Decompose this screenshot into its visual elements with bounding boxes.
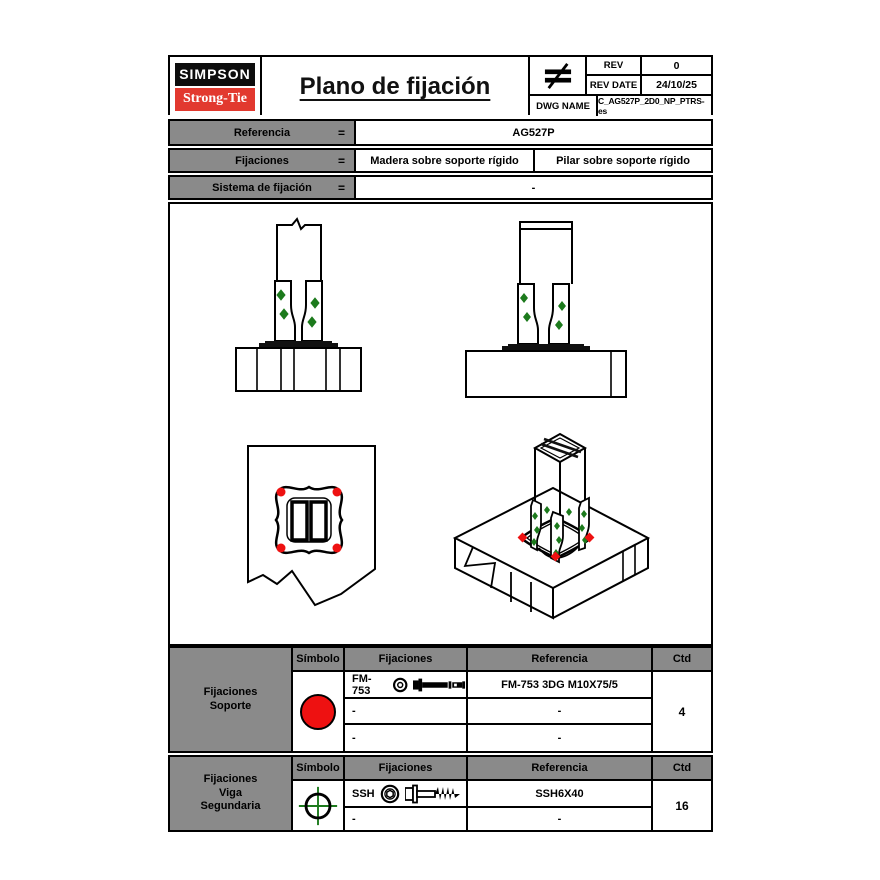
simbolo-header: Símbolo — [293, 757, 343, 779]
screw-markers — [531, 506, 588, 557]
support-fijaciones-row-2: - — [345, 699, 466, 723]
front-elevation-view — [235, 217, 362, 392]
referencia-row: Referencia = AG527P — [168, 119, 713, 146]
support-ctd-value: 4 — [653, 672, 711, 751]
equals-sign: = — [337, 153, 345, 168]
logo-strongtie: Strong-Tie — [175, 87, 255, 111]
support-referencia-row-1: FM-753 3DG M10X75/5 — [468, 672, 651, 697]
logo-cell: SIMPSON Strong-Tie — [170, 57, 260, 116]
beam-fijaciones-row-2: - — [345, 808, 466, 830]
beam-referencia-row-2: - — [468, 808, 651, 830]
plan-view — [247, 445, 376, 607]
sistema-label: Sistema de fijación — [212, 181, 312, 194]
rev-label: REV — [587, 57, 640, 74]
projection-symbol-cell — [530, 57, 585, 94]
fixing-name: SSH — [352, 787, 375, 800]
fijaciones-label-cell: Fijaciones = — [170, 150, 354, 171]
title-cell: Plano de fijación — [262, 57, 528, 116]
ctd-header: Ctd — [653, 757, 711, 779]
logo-simpson: SIMPSON — [175, 62, 255, 86]
side-elevation-view — [465, 221, 627, 398]
not-equal-projection-icon — [544, 62, 571, 89]
simpson-strongtie-logo: SIMPSON Strong-Tie — [175, 62, 255, 111]
referencia-header: Referencia — [468, 757, 651, 779]
fijaciones-value-2: Pilar sobre soporte rígido — [535, 150, 711, 171]
revision-block: REV 0 REV DATE 24/10/25 DWG NAME C_AG527… — [530, 57, 711, 116]
equals-sign: = — [337, 125, 345, 140]
sistema-label-cell: Sistema de fijación = — [170, 177, 354, 198]
support-fijaciones-row-3: - — [345, 725, 466, 751]
anchor-end-view-icon — [392, 677, 408, 692]
support-fixings-table: Fijaciones Soporte Símbolo Fijaciones Re… — [168, 646, 713, 753]
dwg-name-value: C_AG527P_2D0_NP_PTRS-es — [598, 96, 711, 116]
anchor-markers — [276, 487, 342, 553]
support-fijaciones-row-1: FM-753 — [345, 672, 466, 697]
referencia-label: Referencia — [233, 126, 291, 139]
dwg-name-label: DWG NAME — [530, 96, 596, 116]
support-symbol-cell — [293, 672, 343, 751]
beam-ctd-value: 16 — [653, 781, 711, 830]
beam-referencia-row-1: SSH6X40 — [468, 781, 651, 806]
support-group-label: Fijaciones Soporte — [170, 648, 291, 751]
anchor-markers — [517, 532, 595, 562]
fijaciones-header: Fijaciones — [345, 648, 466, 670]
simbolo-header: Símbolo — [293, 648, 343, 670]
drawing-sheet: SIMPSON Strong-Tie Plano de fijación — [168, 55, 713, 833]
page-title: Plano de fijación — [299, 72, 491, 100]
beam-symbol-cell — [293, 781, 343, 830]
fijaciones-value-1: Madera sobre soporte rígido — [356, 150, 533, 171]
beam-group-label: Fijaciones Viga Segundaria — [170, 757, 291, 830]
support-referencia-row-2: - — [468, 699, 651, 723]
fijaciones-row: Fijaciones = Madera sobre soporte rígido… — [168, 148, 713, 173]
screw-end-view-icon — [380, 784, 399, 803]
isometric-view — [452, 432, 651, 620]
equals-sign: = — [337, 180, 345, 195]
referencia-header: Referencia — [468, 648, 651, 670]
drawing-area — [168, 202, 713, 646]
referencia-label-cell: Referencia = — [170, 121, 354, 144]
rev-date-label: REV DATE — [587, 76, 640, 94]
anchor-side-view-icon — [413, 678, 466, 691]
title-block: SIMPSON Strong-Tie Plano de fijación — [168, 55, 713, 116]
screw-side-view-icon — [404, 784, 460, 803]
green-crosshair-symbol — [298, 786, 338, 825]
sistema-value: - — [356, 177, 711, 198]
screw-markers — [276, 289, 320, 328]
rev-date-value: 24/10/25 — [642, 76, 711, 94]
fixing-name: FM-753 — [352, 672, 372, 697]
sistema-row: Sistema de fijación = - — [168, 175, 713, 200]
screw-markers — [520, 293, 566, 330]
fijaciones-label: Fijaciones — [235, 154, 289, 167]
beam-fixings-table: Fijaciones Viga Segundaria Símbolo Fijac… — [168, 755, 713, 832]
rev-value: 0 — [642, 57, 711, 74]
beam-fijaciones-row-1: SSH — [345, 781, 466, 806]
red-circle-anchor-symbol — [300, 693, 336, 730]
support-referencia-row-3: - — [468, 725, 651, 751]
ctd-header: Ctd — [653, 648, 711, 670]
referencia-value: AG527P — [356, 121, 711, 144]
fijaciones-header: Fijaciones — [345, 757, 466, 779]
